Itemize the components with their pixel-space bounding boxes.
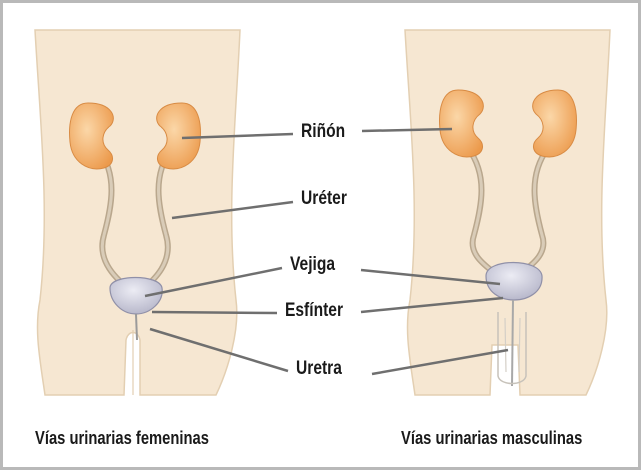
caption-female: Vías urinarias femeninas [35,428,209,449]
label-vejiga: Vejiga [290,254,335,276]
label-rinon: Riñón [301,121,345,143]
male-bladder [486,263,542,301]
female-urethra [136,314,137,340]
label-esfinter: Esfínter [285,300,343,322]
label-ureter: Uréter [301,188,347,210]
label-uretra: Uretra [296,358,342,380]
male-body [405,30,610,395]
male-urethra [512,300,513,386]
caption-male: Vías urinarias masculinas [401,428,582,449]
leader-esfinter-female [152,312,277,313]
